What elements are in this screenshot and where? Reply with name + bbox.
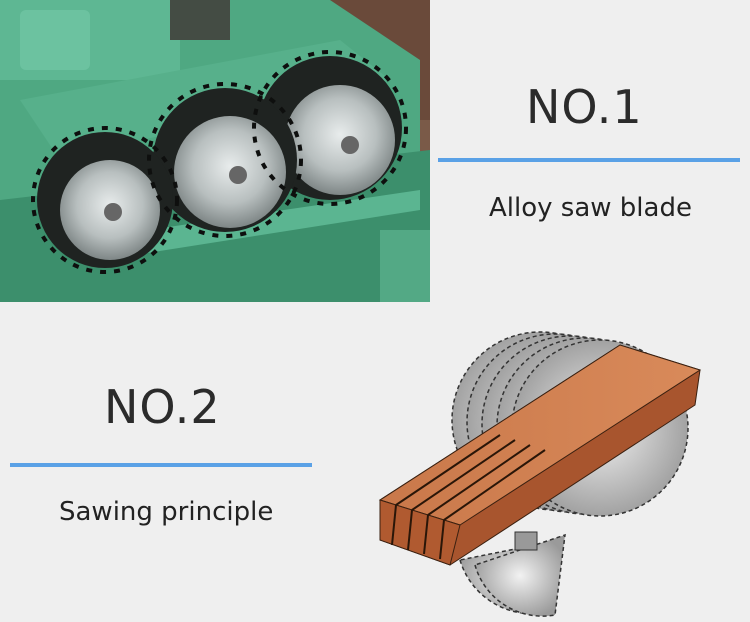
sawing-principle-diagram	[365, 310, 750, 622]
section1-number: NO.1	[526, 80, 643, 134]
section2-divider	[10, 463, 312, 467]
section2-caption: Sawing principle	[59, 497, 274, 527]
section1-caption: Alloy saw blade	[489, 193, 692, 223]
saw-blade-photo	[0, 0, 430, 302]
section1-divider	[438, 158, 740, 162]
section2-number: NO.2	[104, 380, 221, 434]
